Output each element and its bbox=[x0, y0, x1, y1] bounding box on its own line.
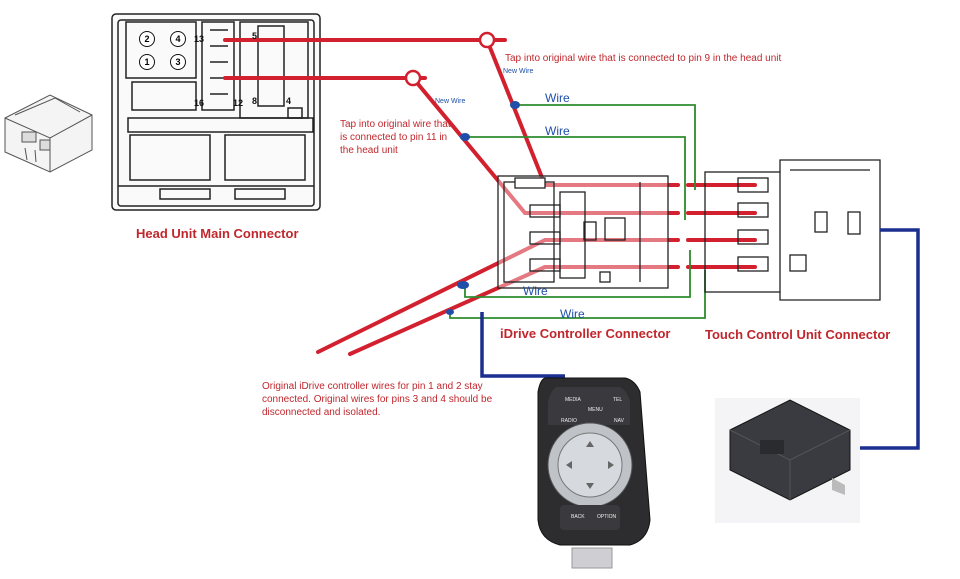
idrive-controller-image bbox=[537, 377, 651, 569]
label-wire-1: Wire bbox=[545, 91, 570, 105]
label-wire-4: Wire bbox=[560, 307, 585, 321]
controller-cable bbox=[480, 312, 565, 378]
pin-label-4: 4 bbox=[286, 96, 292, 106]
pin-label-16: 16 bbox=[194, 98, 205, 108]
pin-circle-4: 4 bbox=[170, 31, 186, 47]
pin-label-13: 13 bbox=[194, 34, 205, 44]
pin-circle-3: 3 bbox=[170, 54, 186, 70]
connector-3d-image bbox=[4, 94, 93, 173]
touch-module-image bbox=[715, 398, 860, 523]
pin-label-12: 12 bbox=[233, 98, 244, 108]
touch-module-cable bbox=[835, 228, 920, 450]
idrive-connector bbox=[497, 175, 669, 289]
controller-button-back: BACK bbox=[571, 514, 585, 520]
controller-button-media: MEDIA bbox=[565, 397, 581, 403]
red-wire-tap-pin11 bbox=[411, 76, 527, 215]
annotation-tap-pin11: Tap into original wire that is connected… bbox=[340, 119, 451, 156]
blue-cables bbox=[480, 228, 920, 450]
red-wire-tap-pin9 bbox=[485, 38, 547, 187]
caption-touch-connector: Touch Control Unit Connector bbox=[705, 327, 891, 342]
label-new-wire-1: New Wire bbox=[503, 68, 534, 75]
controller-button-option: OPTION bbox=[597, 514, 617, 520]
caption-head-unit: Head Unit Main Connector bbox=[136, 226, 299, 241]
head-unit-connector bbox=[111, 13, 321, 211]
connection-dots bbox=[446, 101, 520, 315]
controller-button-menu: MENU bbox=[588, 407, 603, 413]
red-wire-original-1 bbox=[316, 238, 547, 354]
pin-circle-2: 2 bbox=[139, 31, 155, 47]
tap-point-pin9 bbox=[478, 31, 496, 49]
controller-button-radio: RADIO bbox=[561, 418, 577, 424]
controller-button-nav: NAV bbox=[614, 418, 624, 424]
pin-circle-1: 1 bbox=[139, 54, 155, 70]
pin-label-5: 5 bbox=[252, 31, 258, 41]
label-new-wire-2: New Wire bbox=[435, 98, 466, 105]
annotation-original-wires: Original iDrive controller wires for pin… bbox=[262, 381, 493, 418]
label-wire-3: Wire bbox=[523, 284, 548, 298]
controller-button-tel: TEL bbox=[613, 397, 623, 403]
annotation-tap-pin9: Tap into original wire that is connected… bbox=[505, 53, 782, 64]
tap-point-pin11 bbox=[404, 69, 422, 87]
pin-label-8: 8 bbox=[252, 96, 258, 106]
caption-idrive-connector: iDrive Controller Connector bbox=[500, 326, 671, 341]
touch-control-connector bbox=[704, 159, 881, 301]
label-wire-2: Wire bbox=[545, 124, 570, 138]
